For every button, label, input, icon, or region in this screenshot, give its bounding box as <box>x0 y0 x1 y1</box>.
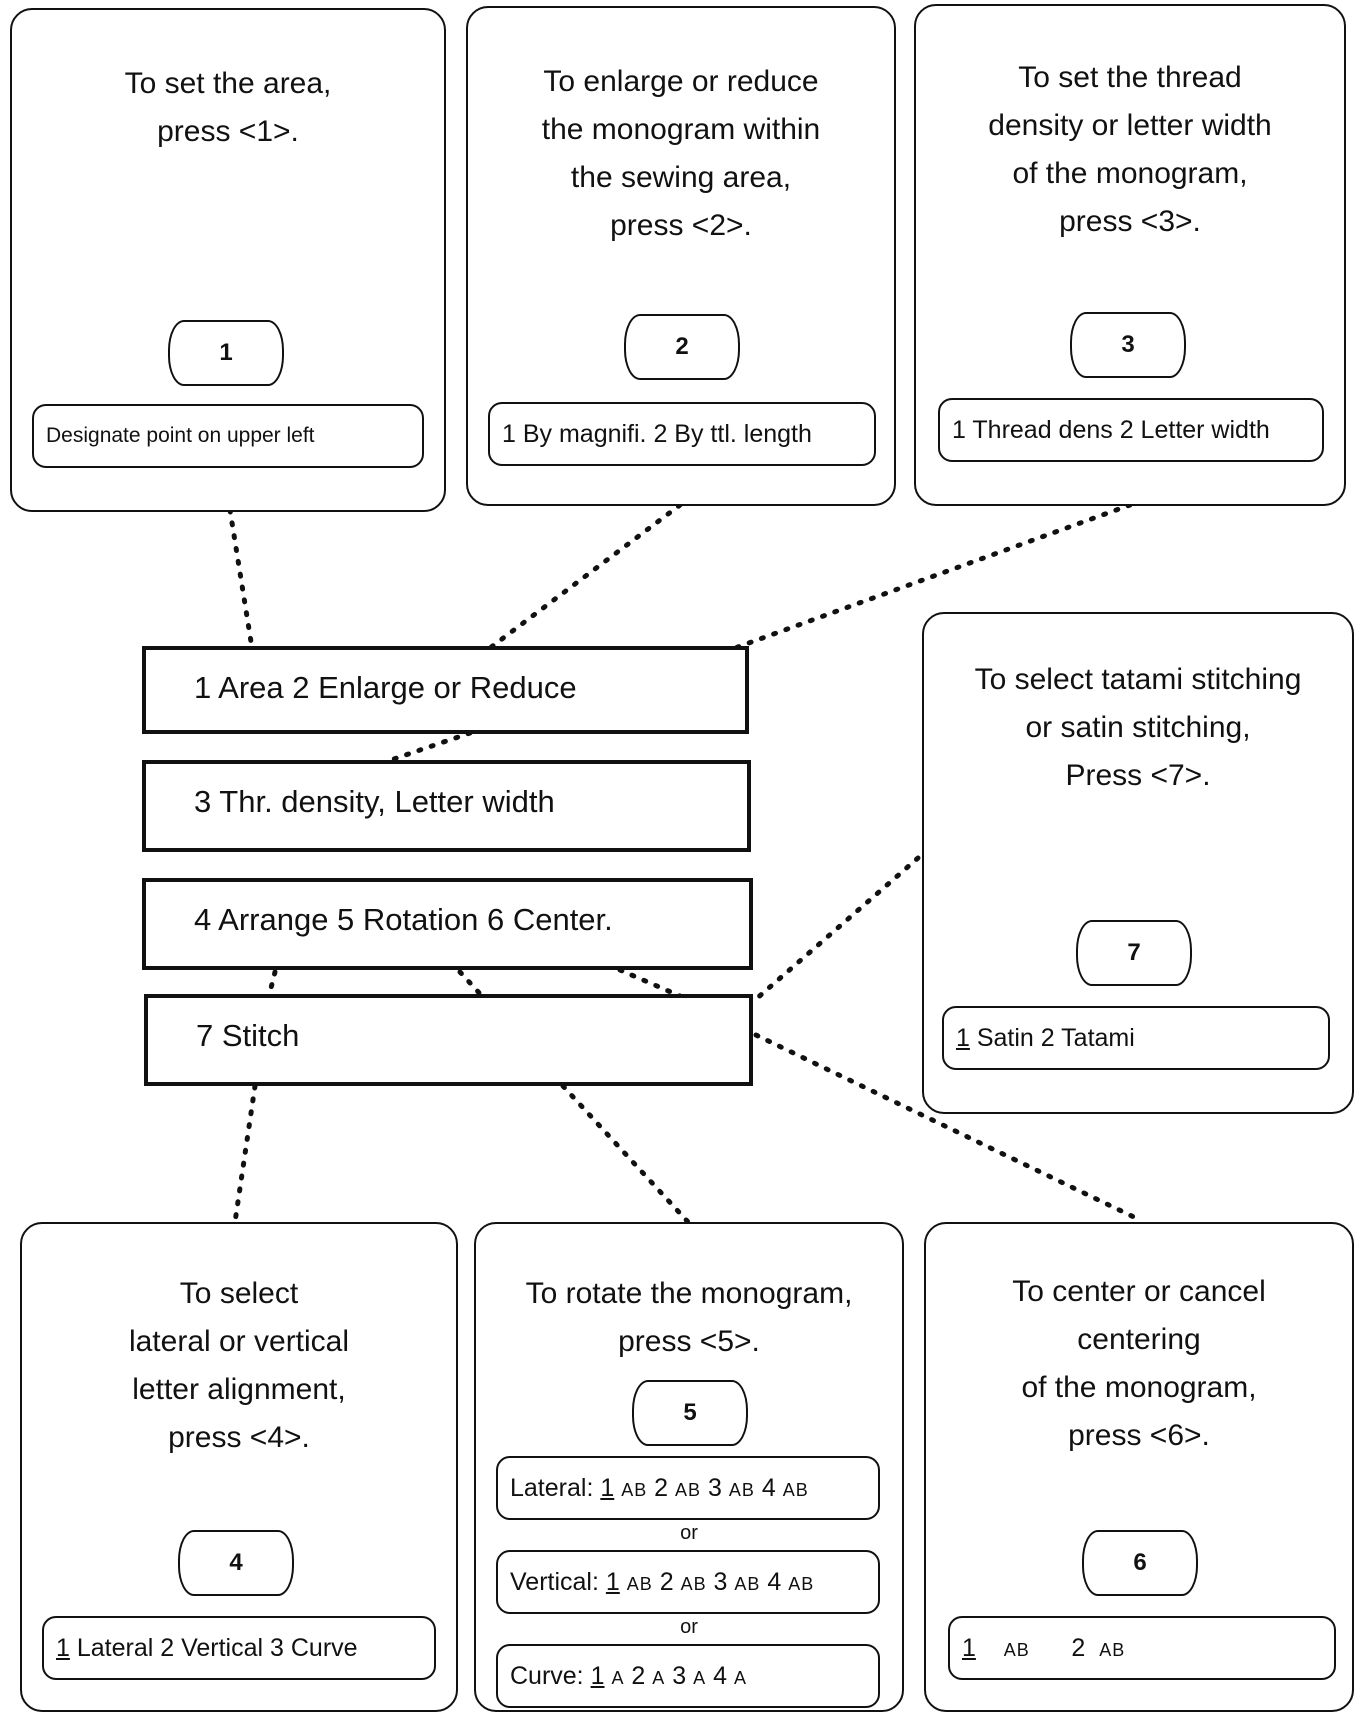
vertical-symbol-1: AB <box>626 1574 653 1594</box>
connector-enlarge <box>487 502 683 651</box>
menu-line-3[interactable]: 4 Arrange 5 Rotation 6 Center. <box>142 878 753 970</box>
key-2-button[interactable]: 2 <box>624 314 740 380</box>
connector-enlarge-2 <box>382 730 473 765</box>
lateral-symbol-3: AB <box>728 1480 755 1500</box>
panel-density-caption: To set the thread density or letter widt… <box>988 61 1272 238</box>
panel-density: To set the thread density or letter widt… <box>914 4 1346 506</box>
curve-option-4: 4 <box>713 1662 727 1690</box>
curve-symbol-4: A <box>733 1668 747 1688</box>
lateral-symbol-2: AB <box>675 1480 702 1500</box>
vertical-symbol-2: AB <box>680 1574 707 1594</box>
panel-arrange-caption: To select lateral or vertical letter ali… <box>128 1277 350 1454</box>
connector-center <box>753 1032 1143 1223</box>
connector-density <box>732 502 1133 651</box>
panel-enlarge: To enlarge or reduce the monogram within… <box>466 6 896 506</box>
connector-arrange <box>232 1083 258 1225</box>
lcd-display-center: 1 AB 2 AB <box>948 1616 1336 1680</box>
lateral-symbol-4: AB <box>782 1480 809 1500</box>
vertical-option-3: 3 <box>713 1568 728 1596</box>
lateral-option-4: 4 <box>761 1474 776 1502</box>
panel-area: To set the area, press <1>. 1 Designate … <box>10 8 446 512</box>
vertical-label: Vertical: <box>510 1568 599 1596</box>
or-divider-2: or <box>680 1616 698 1638</box>
lcd-display-area: Designate point on upper left <box>32 404 424 468</box>
menu-line-4[interactable]: 7 Stitch <box>144 994 753 1086</box>
panel-rotate: To rotate the monogram, press <5>. 5 Lat… <box>474 1222 904 1712</box>
key-4-button[interactable]: 4 <box>178 1530 294 1596</box>
key-3-button[interactable]: 3 <box>1070 312 1186 378</box>
connector-stitch <box>752 855 921 1003</box>
panel-rotate-caption: To rotate the monogram, press <5>. <box>525 1277 853 1358</box>
lcd-display-rotate-vertical: Vertical: 1 AB 2 AB 3 AB 4 AB <box>496 1550 880 1614</box>
vertical-option-4: 4 <box>767 1568 782 1596</box>
lcd-display-rotate-lateral: Lateral: 1 AB 2 AB 3 AB 4 AB <box>496 1456 880 1520</box>
stitch-options-text: Satin 2 Tatami <box>969 1024 1135 1052</box>
connector-stitch-2 <box>617 967 683 999</box>
vertical-symbol-3: AB <box>734 1574 761 1594</box>
panel-stitch-caption: To select tatami stitching or satin stit… <box>974 663 1302 792</box>
key-1-button[interactable]: 1 <box>168 320 284 386</box>
lcd-display-density: 1 Thread dens 2 Letter width <box>938 398 1324 462</box>
center-symbol-1: AB <box>1003 1640 1030 1660</box>
arrange-options-text: Lateral 2 Vertical 3 Curve <box>69 1634 358 1662</box>
lateral-symbol-1: AB <box>621 1480 648 1500</box>
lcd-display-arrange: 1 Lateral 2 Vertical 3 Curve <box>42 1616 436 1680</box>
curve-option-3: 3 <box>672 1662 687 1690</box>
lateral-option-2: 2 <box>654 1474 669 1502</box>
vertical-option-2: 2 <box>659 1568 674 1596</box>
curve-symbol-1: A <box>611 1668 625 1688</box>
vertical-symbol-4: AB <box>788 1574 815 1594</box>
panel-stitch: To select tatami stitching or satin stit… <box>922 612 1354 1114</box>
lateral-option-1: 1 <box>600 1474 615 1502</box>
center-option-2: 2 <box>1071 1634 1086 1662</box>
key-6-button[interactable]: 6 <box>1082 1530 1198 1596</box>
connector-area <box>227 507 255 651</box>
panel-enlarge-caption: To enlarge or reduce the monogram within… <box>541 65 821 242</box>
lcd-display-stitch: 1 Satin 2 Tatami <box>942 1006 1330 1070</box>
stitch-option-number: 1 <box>956 1024 970 1052</box>
lcd-display-rotate-curve: Curve: 1 A 2 A 3 A 4 A <box>496 1644 880 1708</box>
lateral-label: Lateral: <box>510 1474 594 1502</box>
key-7-button[interactable]: 7 <box>1076 920 1192 986</box>
curve-symbol-2: A <box>652 1668 666 1688</box>
connector-rotate <box>560 1083 691 1225</box>
key-5-button[interactable]: 5 <box>632 1380 748 1446</box>
or-divider-1: or <box>680 1522 698 1544</box>
menu-line-2[interactable]: 3 Thr. density, Letter width <box>142 760 751 852</box>
vertical-option-1: 1 <box>605 1568 620 1596</box>
panel-center: To center or cancel centering of the mon… <box>924 1222 1354 1712</box>
curve-option-2: 2 <box>631 1662 646 1690</box>
lateral-option-3: 3 <box>708 1474 722 1502</box>
menu-line-1[interactable]: 1 Area 2 Enlarge or Reduce <box>142 646 749 734</box>
lcd-display-enlarge: 1 By magnifi. 2 By ttl. length <box>488 402 876 466</box>
curve-label: Curve: <box>510 1662 584 1690</box>
panel-arrange: To select lateral or vertical letter ali… <box>20 1222 458 1712</box>
arrange-option-number: 1 <box>56 1634 70 1662</box>
connector-rotate-2 <box>457 969 485 999</box>
panel-area-caption: To set the area, press <1>. <box>124 67 332 148</box>
connector-arrange-2 <box>267 969 278 995</box>
center-option-1: 1 <box>962 1634 976 1662</box>
panel-center-caption: To center or cancel centering of the mon… <box>1012 1275 1266 1452</box>
curve-symbol-3: A <box>693 1668 707 1688</box>
curve-option-1: 1 <box>590 1662 605 1690</box>
center-symbol-2: AB <box>1099 1640 1126 1660</box>
